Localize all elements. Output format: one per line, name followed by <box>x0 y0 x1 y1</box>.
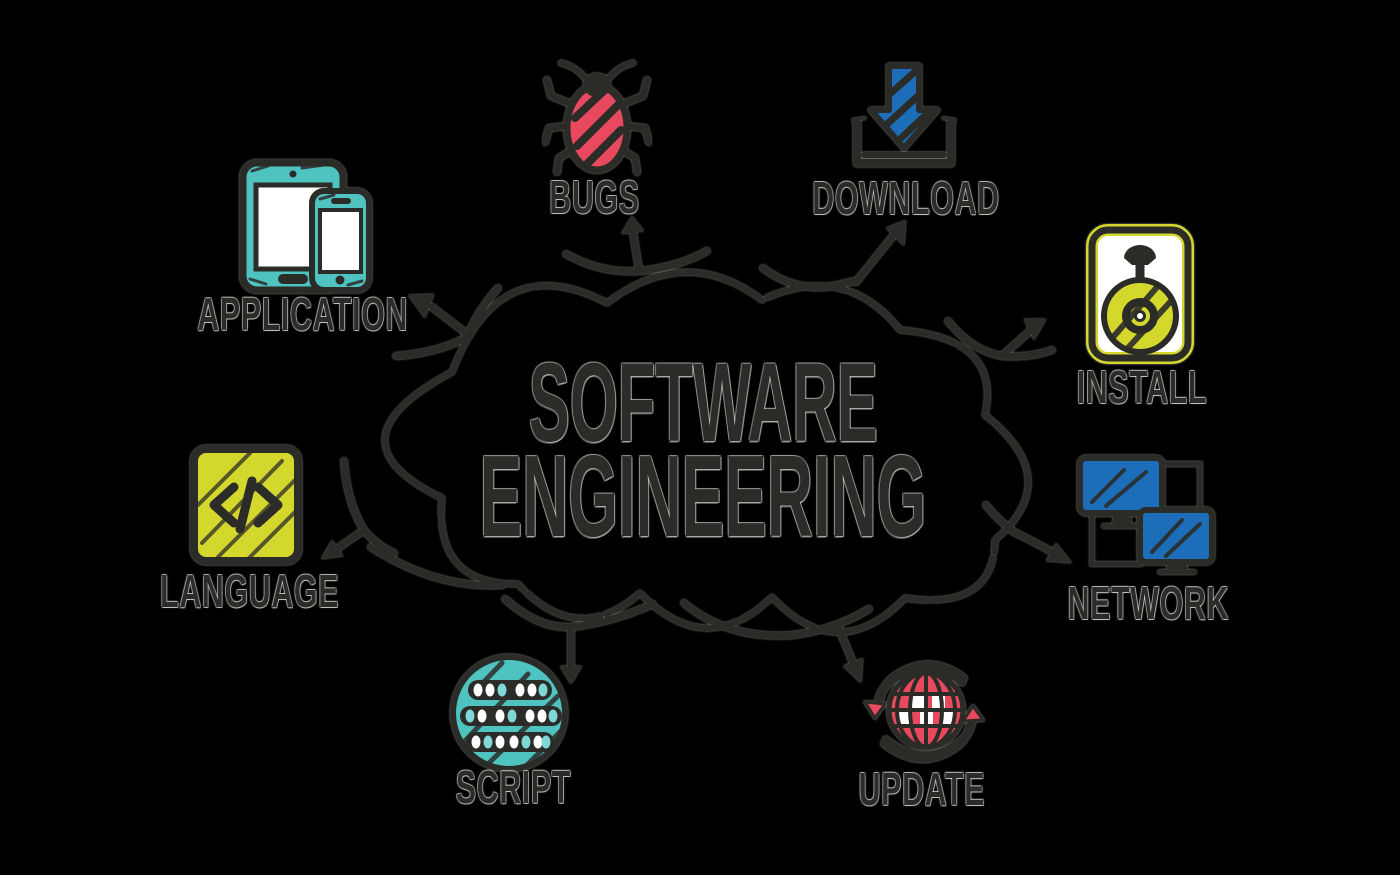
label-network-text: NETWORK <box>1067 577 1229 629</box>
network-icon <box>1077 455 1215 575</box>
language-icon <box>190 445 302 565</box>
arrow-to-bugs <box>562 216 711 275</box>
monitor-icon <box>1077 455 1165 529</box>
download-icon <box>851 63 957 167</box>
arrow-to-application <box>392 284 502 360</box>
label-bugs-text: BUGS <box>548 171 640 223</box>
cloud-outline <box>382 269 1031 636</box>
update-icon <box>863 661 985 763</box>
label-application: APPLICATION <box>103 291 503 337</box>
arrow-to-network <box>982 501 1072 563</box>
code-brackets-glyph <box>209 476 283 534</box>
cloud-title-line2: ENGINEERING <box>253 438 1153 554</box>
arrow-to-language <box>321 457 506 589</box>
cloud-title-text1: SOFTWARE <box>528 340 878 465</box>
arrow-to-download <box>759 220 906 291</box>
bug-icon <box>543 60 651 176</box>
label-script-text: SCRIPT <box>455 761 571 813</box>
globe-grid <box>886 670 966 750</box>
label-download-text: DOWNLOAD <box>812 172 1000 224</box>
refresh-arrows <box>863 661 985 763</box>
label-language: LANGUAGE <box>50 568 450 614</box>
cloud-title-text2: ENGINEERING <box>479 431 927 561</box>
arrow-to-script <box>501 595 657 684</box>
label-script: SCRIPT <box>313 764 713 810</box>
monitor-icon <box>1137 507 1215 575</box>
label-install-text: INSTALL <box>1076 361 1208 413</box>
binary-rows <box>460 680 562 752</box>
label-update-text: UPDATE <box>858 763 986 815</box>
label-application-text: APPLICATION <box>197 288 409 340</box>
arrow-to-install <box>944 317 1056 360</box>
install-icon <box>1086 224 1194 364</box>
label-download: DOWNLOAD <box>706 175 1106 221</box>
label-network: NETWORK <box>948 580 1348 626</box>
label-language-text: LANGUAGE <box>160 565 340 617</box>
cloud-title-line1: SOFTWARE <box>253 347 1153 459</box>
label-install: INSTALL <box>942 364 1342 410</box>
label-update: UPDATE <box>722 766 1122 812</box>
arrow-to-update <box>680 599 873 683</box>
phone-icon <box>309 188 372 293</box>
script-icon <box>450 654 568 772</box>
label-bugs: BUGS <box>394 174 794 220</box>
application-icon <box>239 159 372 294</box>
